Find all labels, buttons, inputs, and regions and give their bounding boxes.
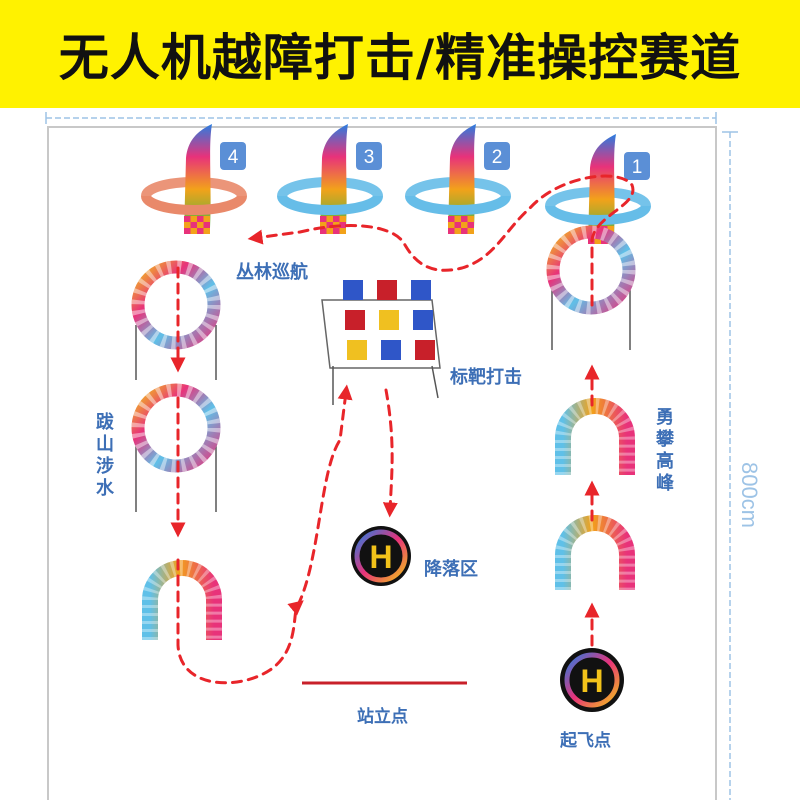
flag-gate-4: 4 [141, 124, 247, 234]
takeoff-pad: H [560, 648, 624, 712]
target-block [345, 310, 365, 330]
takeoff-pad-letter: H [580, 663, 603, 699]
ring-gate-left-upper [131, 260, 221, 380]
flag-number-badge [356, 142, 382, 170]
field-boundary [47, 126, 717, 800]
flag-gate-2: 2 [405, 124, 511, 234]
arch-gate-right-upper [555, 398, 635, 475]
target-block [381, 340, 401, 360]
flag-number-badge [624, 152, 650, 180]
flag-number-badge [484, 142, 510, 170]
flag-number: 4 [228, 147, 239, 168]
label-target-strike: 标靶打击 [449, 366, 522, 387]
dimension-label: 800cm [737, 462, 762, 528]
target-block [379, 310, 399, 330]
landing-pad: H [351, 526, 411, 586]
target-block [411, 280, 431, 300]
flag-number: 2 [492, 147, 503, 168]
title-banner: 无人机越障打击/精准操控赛道 [0, 0, 800, 108]
label-climb-peaks: 勇攀高峰 [655, 407, 675, 493]
label-jungle-cruise: 丛林巡航 [236, 261, 308, 282]
label-standing-point: 站立点 [357, 706, 408, 726]
ring-gate-left-lower [131, 383, 221, 512]
flag-number: 3 [364, 147, 375, 168]
right-dimension-line [722, 131, 738, 800]
target-board [321, 280, 441, 405]
label-takeoff-point: 起飞点 [559, 730, 611, 750]
flag-gates: 4 3 2 1 [141, 124, 651, 244]
label-mountain-crossing: 跋山涉水 [96, 411, 115, 498]
top-dimension-line [45, 112, 717, 124]
target-block [415, 340, 435, 360]
arch-gate-left [142, 560, 222, 640]
flight-path [170, 174, 635, 685]
target-block [377, 280, 397, 300]
arch-gate-right-lower [555, 515, 635, 590]
label-landing-zone: 降落区 [424, 558, 478, 579]
flag-number: 1 [632, 157, 643, 178]
landing-pad-letter: H [369, 539, 392, 575]
target-block [347, 340, 367, 360]
target-block [413, 310, 433, 330]
flag-number-badge [220, 142, 246, 170]
course-diagram: 800cm 4 3 2 1 [45, 112, 762, 800]
flag-gate-3: 3 [277, 124, 383, 234]
ring-gate-right [546, 225, 636, 350]
page-title: 无人机越障打击/精准操控赛道 [58, 29, 742, 87]
target-block [343, 280, 363, 300]
